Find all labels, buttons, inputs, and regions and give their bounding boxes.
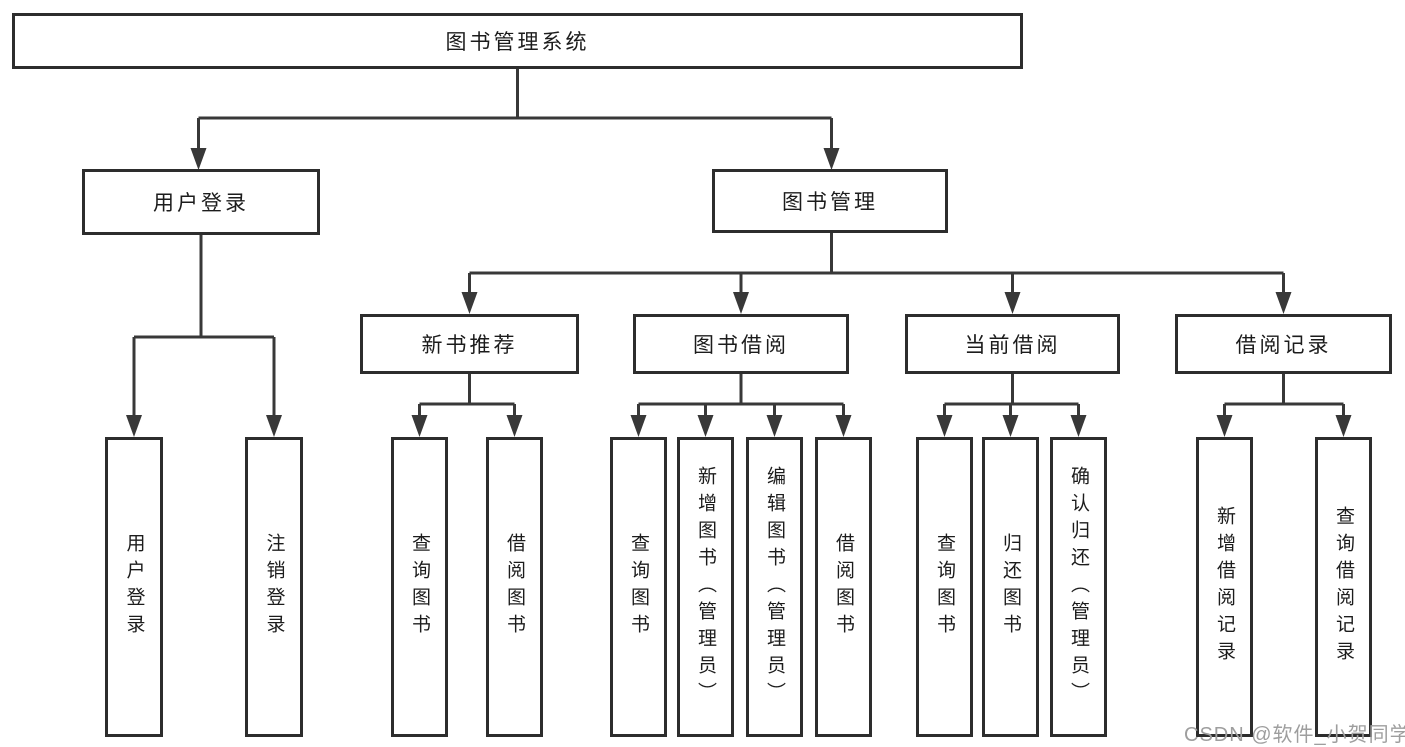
node-label: 用户登录	[123, 533, 145, 641]
leaf-borrow-book-borrowing: 借阅图书	[815, 437, 872, 737]
node-label: 查询图书	[934, 533, 955, 641]
leaf-query-book-borrowing: 查询图书	[610, 437, 667, 737]
node-label: 用户登录	[153, 192, 249, 215]
connector-borrowing-to-leaves	[637, 374, 845, 419]
node-label: 图书管理	[782, 191, 878, 214]
leaf-edit-book-admin: 编辑图书（管理员）	[746, 437, 803, 737]
connector-userlogin-to-leaves	[132, 235, 276, 419]
node-label: 查询借阅记录	[1333, 506, 1354, 668]
node-book-borrowing: 图书借阅	[633, 314, 849, 374]
arrow-down-icon	[1002, 415, 1019, 437]
node-root-library-system: 图书管理系统	[12, 13, 1023, 69]
arrow-down-icon	[766, 415, 783, 437]
node-book-management: 图书管理	[712, 169, 948, 233]
arrow-down-icon	[126, 415, 142, 437]
arrow-down-icon	[733, 292, 749, 314]
leaf-user-login: 用户登录	[105, 437, 163, 737]
connector-root-to-level2	[197, 69, 833, 152]
arrow-down-icon	[506, 415, 523, 437]
node-label: 新增借阅记录	[1214, 506, 1235, 668]
leaf-add-book-admin: 新增图书（管理员）	[677, 437, 734, 737]
node-label: 借阅图书	[504, 533, 525, 641]
node-label: 归还图书	[1000, 533, 1021, 641]
node-label: 确认归还（管理员）	[1068, 465, 1089, 709]
arrow-down-icon	[936, 415, 953, 437]
leaf-query-borrow-record: 查询借阅记录	[1315, 437, 1372, 737]
connector-newbook-to-leaves	[418, 374, 516, 419]
node-label: 图书管理系统	[445, 31, 590, 54]
node-label: 查询图书	[409, 533, 430, 641]
node-label: 借阅图书	[833, 533, 854, 641]
arrow-down-icon	[266, 415, 282, 437]
arrow-down-icon	[1004, 292, 1021, 314]
leaf-query-book-current: 查询图书	[916, 437, 973, 737]
arrow-down-icon	[823, 148, 840, 170]
arrow-down-icon	[461, 292, 478, 314]
node-borrow-records: 借阅记录	[1175, 314, 1392, 374]
leaf-confirm-return-admin: 确认归还（管理员）	[1050, 437, 1107, 737]
connector-records-to-leaves	[1223, 374, 1345, 419]
leaf-return-book: 归还图书	[982, 437, 1039, 737]
node-label: 编辑图书（管理员）	[764, 465, 785, 709]
arrow-down-icon	[190, 148, 207, 170]
node-label: 当前借阅	[964, 334, 1061, 357]
node-label: 新增图书（管理员）	[695, 465, 716, 709]
leaf-logout: 注销登录	[245, 437, 303, 737]
node-label: 新书推荐	[421, 334, 518, 357]
arrow-down-icon	[411, 415, 428, 437]
connector-current-to-leaves	[943, 374, 1080, 419]
arrow-down-icon	[1275, 292, 1292, 314]
node-new-book-recommend: 新书推荐	[360, 314, 579, 374]
leaf-query-book-recommend: 查询图书	[391, 437, 448, 737]
arrow-down-icon	[1335, 415, 1352, 437]
node-label: 查询图书	[628, 533, 649, 641]
arrow-down-icon	[1070, 415, 1087, 437]
arrowheads	[126, 148, 1352, 437]
arrow-down-icon	[835, 415, 852, 437]
connector-bookmgmt-to-level3	[468, 233, 1285, 297]
arrow-down-icon	[697, 415, 714, 437]
leaf-add-borrow-record: 新增借阅记录	[1196, 437, 1253, 737]
leaf-borrow-book-recommend: 借阅图书	[486, 437, 543, 737]
arrow-down-icon	[1216, 415, 1233, 437]
node-current-borrowing: 当前借阅	[905, 314, 1120, 374]
node-label: 图书借阅	[693, 334, 789, 357]
csdn-watermark: CSDN @软件_小贺同学	[1184, 724, 1405, 746]
arrow-down-icon	[630, 415, 647, 437]
node-label: 借阅记录	[1235, 334, 1332, 357]
node-label: 注销登录	[263, 533, 285, 641]
node-user-login: 用户登录	[82, 169, 320, 235]
